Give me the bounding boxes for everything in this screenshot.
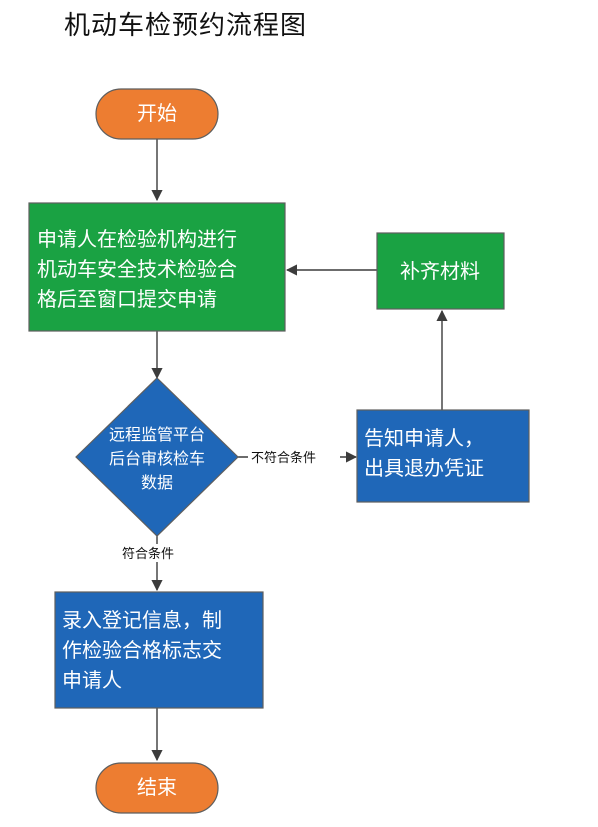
start-node: 开始 (95, 88, 219, 140)
end-node: 结束 (95, 762, 219, 814)
register-line-3: 申请人 (62, 668, 122, 692)
apply-node: 申请人在检验机构进行 机动车安全技术检验合 格后至窗口提交申请 (28, 202, 286, 332)
pass-label-bg (110, 544, 204, 562)
end-label: 结束 (137, 775, 177, 799)
review-line-3: 数据 (141, 473, 173, 492)
review-line-2: 后台审核检车 (109, 449, 205, 468)
register-line-2: 作检验合格标志交 (62, 638, 222, 662)
notify-line-2: 出具退办凭证 (364, 456, 484, 480)
notify-line-1: 告知申请人， (364, 426, 484, 450)
supplement-label: 补齐材料 (400, 259, 480, 283)
register-line-1: 录入登记信息，制 (62, 608, 222, 632)
apply-line-3: 格后至窗口提交申请 (37, 287, 217, 311)
review-decision-node: 远程监管平台 后台审核检车 数据 (75, 377, 239, 537)
apply-line-2: 机动车安全技术检验合 (37, 257, 237, 281)
fail-condition-label: 不符合条件 (251, 450, 316, 466)
fail-label-bg (248, 448, 340, 466)
supplement-node: 补齐材料 (376, 232, 505, 310)
notify-node: 告知申请人， 出具退办凭证 (356, 409, 530, 503)
pass-condition-label: 符合条件 (122, 546, 174, 562)
review-line-1: 远程监管平台 (109, 425, 205, 444)
start-label: 开始 (137, 101, 177, 125)
register-node: 录入登记信息，制 作检验合格标志交 申请人 (54, 591, 264, 709)
page-title: 机动车检预约流程图 (64, 11, 308, 41)
apply-line-1: 申请人在检验机构进行 (37, 227, 237, 251)
